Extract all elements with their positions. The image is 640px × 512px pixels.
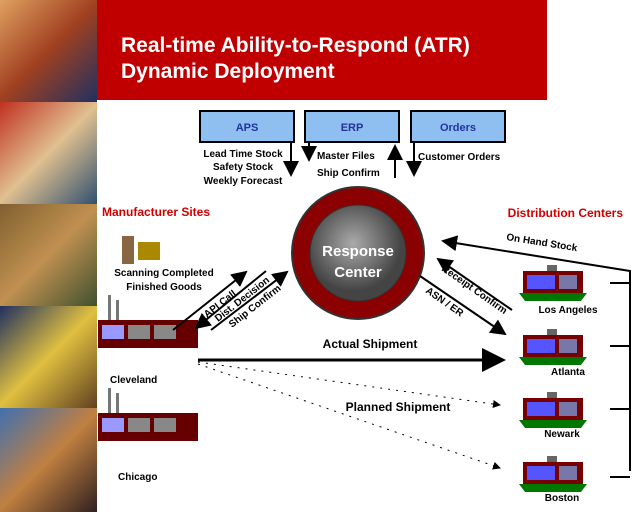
planned-shipment-label: Planned Shipment: [346, 400, 451, 414]
scanning-line-2: Finished Goods: [126, 282, 202, 293]
dc-atlanta: Atlanta: [551, 367, 585, 378]
photo-train: [0, 306, 97, 408]
photo-face: [0, 0, 97, 102]
receipt-confirm-arrow: [436, 257, 513, 311]
center-line-1: Response: [322, 243, 394, 260]
planned-shipment-newark: [197, 361, 501, 408]
aps-box: APS: [199, 110, 295, 143]
chicago-factory-icon: [98, 388, 198, 441]
photo-warehouse: [0, 204, 97, 306]
newark-building-icon: [519, 392, 587, 428]
aps-label: APS: [236, 122, 259, 134]
dc-los-angeles: Los Angeles: [538, 305, 598, 316]
title-line-1: Real-time Ability-to-Respond (ATR): [121, 34, 470, 57]
boston-building-icon: [519, 456, 587, 492]
los-angeles-building-icon: [519, 265, 587, 301]
response-center: Response Center: [291, 186, 425, 320]
orders-box: Orders: [410, 110, 506, 143]
dc-newark: Newark: [544, 429, 580, 440]
flow-master-files: Master Files: [317, 151, 375, 162]
erp-box: ERP: [304, 110, 400, 143]
flow-ship-confirm: Ship Confirm: [317, 168, 380, 179]
actual-shipment-label: Actual Shipment: [323, 337, 418, 351]
atlanta-building-icon: [519, 329, 587, 365]
asn-er-arrow: [419, 275, 507, 336]
center-line-2: Center: [334, 264, 382, 281]
on-hand-stock-label: On Hand Stock: [506, 232, 579, 254]
on-hand-stock-arrow: [441, 235, 631, 471]
title-banner: Real-time Ability-to-Respond (ATR) Dynam…: [97, 0, 547, 100]
flow-lead-time: Lead Time Stock: [203, 149, 283, 160]
orders-label: Orders: [440, 122, 476, 134]
scanning-line-1: Scanning Completed: [114, 268, 213, 279]
ship-confirm-arrow: [210, 270, 289, 331]
manufacturer-heading: Manufacturer Sites: [102, 205, 210, 219]
dc-bracket: [610, 282, 630, 478]
planned-shipment-boston: [197, 363, 501, 470]
erp-label: ERP: [341, 122, 364, 134]
photo-strip: [0, 0, 97, 512]
dist-decision-arrow: [194, 270, 267, 330]
title-line-2: Dynamic Deployment: [121, 60, 335, 83]
site-cleveland: Cleveland: [110, 375, 157, 386]
api-call-arrow: [172, 270, 248, 331]
flow-customer-orders: Customer Orders: [418, 152, 501, 163]
dc-boston: Boston: [545, 493, 579, 504]
distribution-heading: Distribution Centers: [508, 206, 624, 220]
photo-keyboard: [0, 102, 97, 204]
flow-forecast: Weekly Forecast: [204, 176, 283, 187]
photo-road: [0, 408, 97, 512]
worker-boxes-icon: [122, 236, 160, 264]
flow-safety-stock: Safety Stock: [213, 162, 273, 173]
site-chicago: Chicago: [118, 472, 157, 483]
